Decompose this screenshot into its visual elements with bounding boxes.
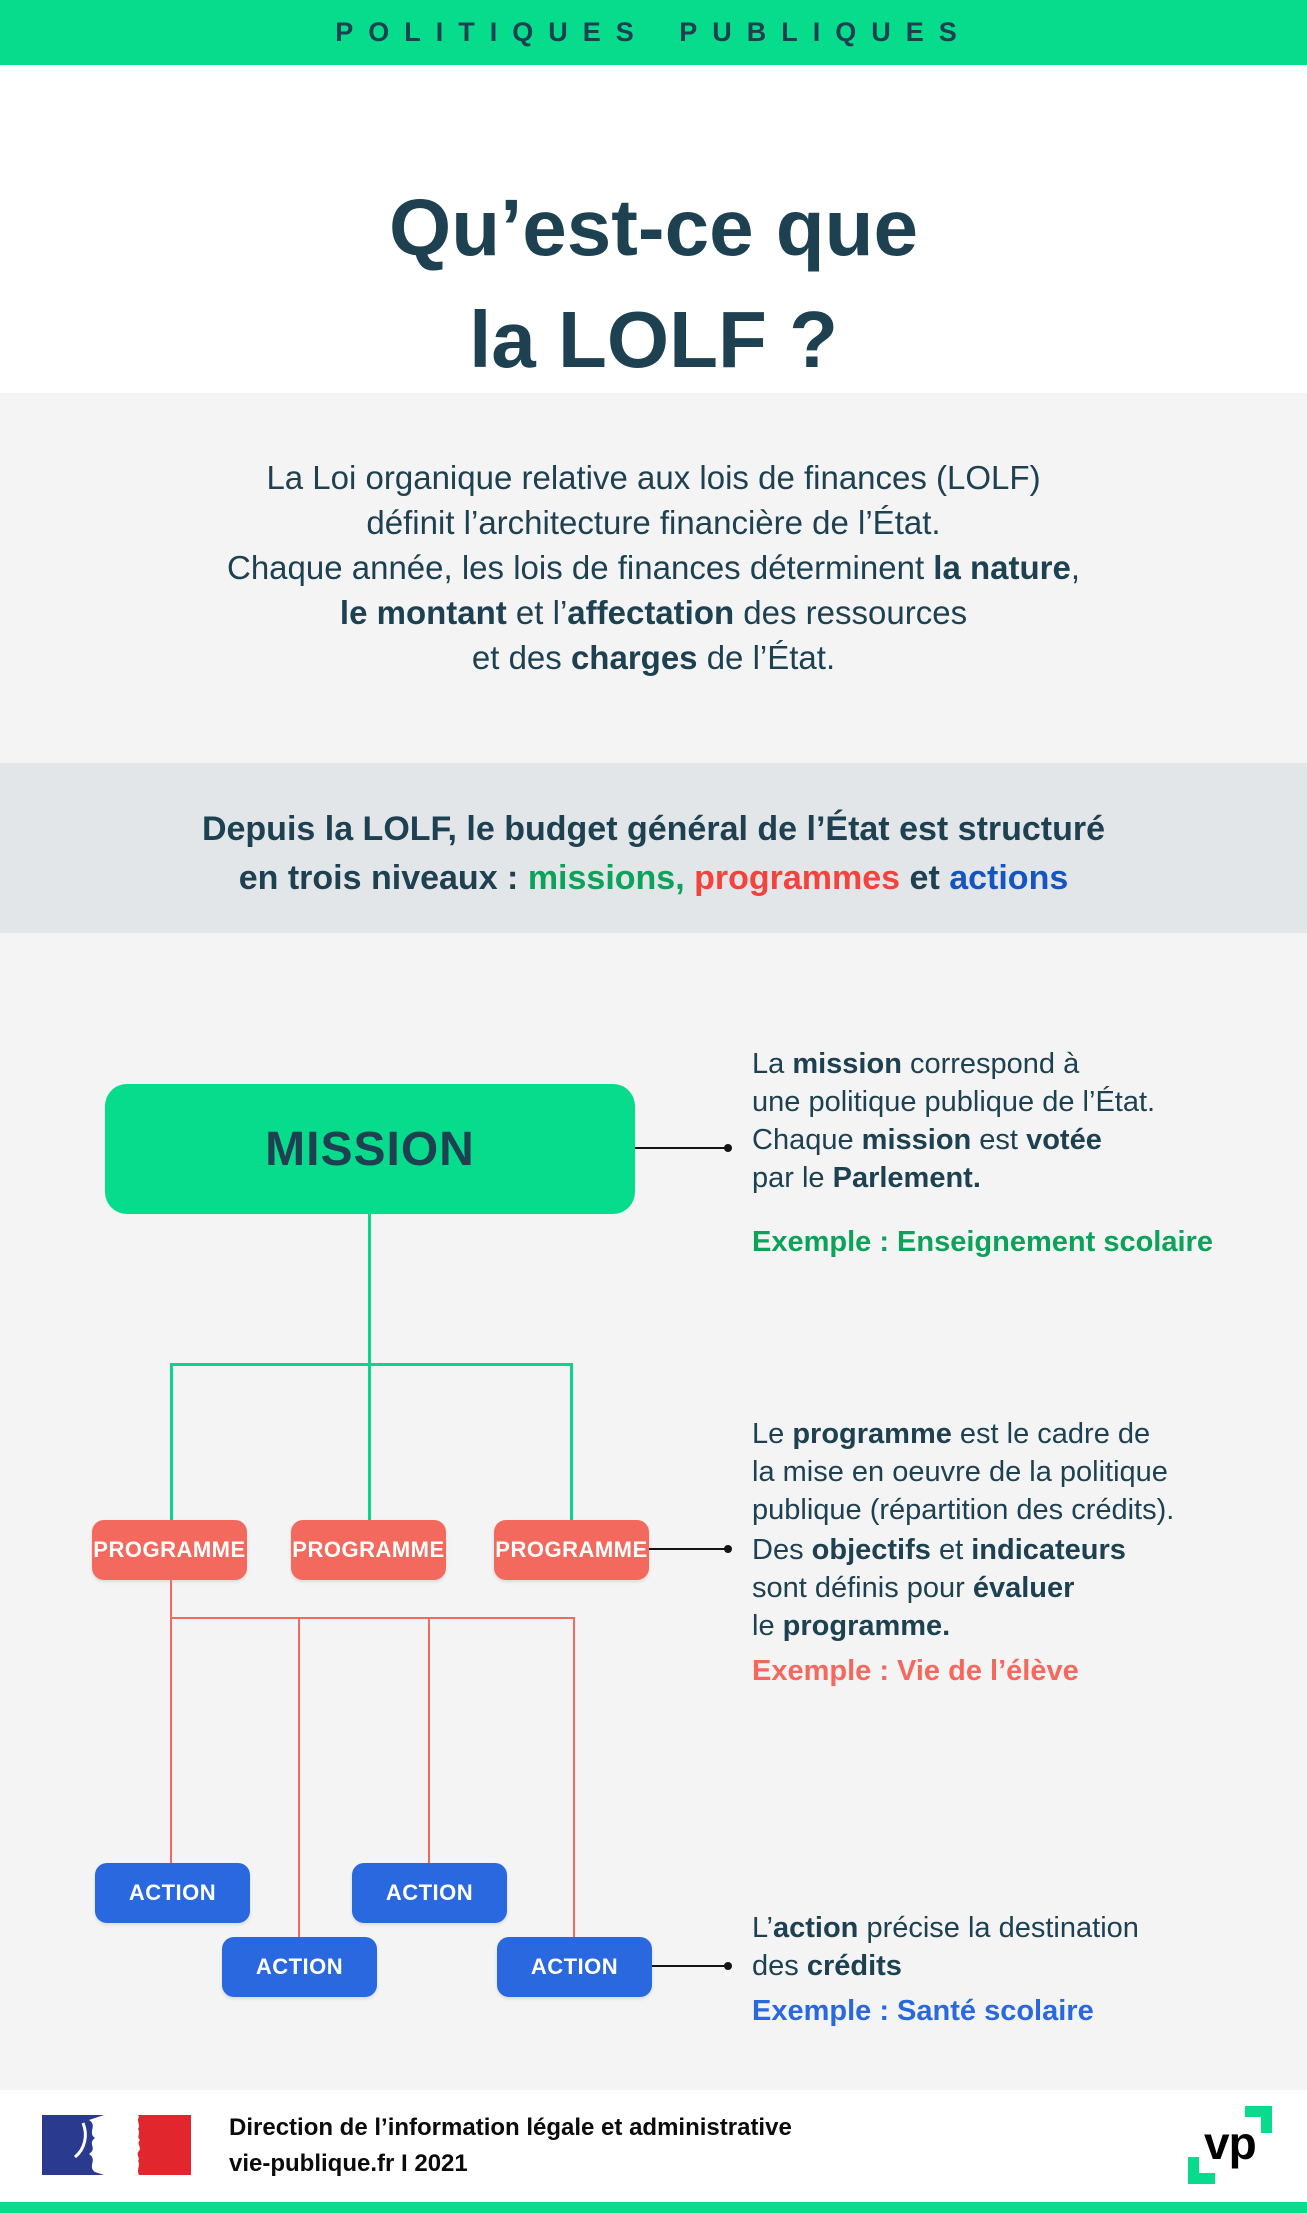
tree-line-mission-horizontal [170, 1363, 573, 1366]
action-connector-dot [724, 1962, 732, 1970]
mission-connector-line [635, 1147, 727, 1149]
programme-description-2: Des objectifs et indicateurs sont définis… [752, 1531, 1126, 1645]
footer-credit-line1: Direction de l’information légale et adm… [229, 2114, 792, 2141]
text-line: des crédits [752, 1950, 902, 1982]
structure-heading: Depuis la LOLF, le budget général de l’É… [0, 805, 1307, 903]
text-line: la mise en oeuvre de la politique [752, 1456, 1168, 1488]
tree-line-to-action-4 [573, 1617, 575, 1937]
action-example: Exemple : Santé scolaire [752, 1995, 1094, 2027]
vp-bracket-bottom-left-icon [1188, 2157, 1215, 2184]
text-line: Chaque année, les lois de finances déter… [226, 549, 1080, 586]
tree-line-to-programme-3 [570, 1363, 573, 1520]
tree-line-mission-down [368, 1214, 371, 1363]
action-box-1: ACTION [95, 1863, 250, 1923]
tree-line-programme-horizontal [170, 1617, 574, 1619]
intro-section: La Loi organique relative aux lois de fi… [0, 393, 1307, 763]
mission-connector-dot [724, 1144, 732, 1152]
programme-description-1: Le programme est le cadre de la mise en o… [752, 1415, 1174, 1529]
tree-line-to-action-1 [170, 1617, 172, 1863]
footer-credit: Direction de l’information légale et adm… [229, 2110, 792, 2182]
mission-box: MISSION [105, 1084, 635, 1214]
bottom-green-bar [0, 2202, 1307, 2213]
action-box-label: ACTION [255, 1954, 344, 1979]
budget-structure-diagram: MISSION La mission correspond à une polit… [0, 933, 1307, 2090]
text-line: Depuis la LOLF, le budget général de l’É… [201, 810, 1106, 848]
tree-line-to-action-3 [428, 1617, 430, 1863]
top-banner: POLITIQUES PUBLIQUES [0, 0, 1307, 65]
page-title: Qu’est-ce que la LOLF ? [0, 172, 1307, 396]
footer: Direction de l’information légale et adm… [0, 2090, 1307, 2202]
vp-logo-text: vp [1204, 2117, 1257, 2169]
text-line: L’action précise la destination [752, 1912, 1139, 1944]
action-box-2: ACTION [222, 1937, 377, 1997]
marianne-tricolor-logo-icon [42, 2115, 191, 2175]
programme-box-label: PROGRAMME [292, 1537, 445, 1562]
mission-description: La mission correspond à une politique pub… [752, 1045, 1155, 1197]
text-line: Le programme est le cadre de [752, 1418, 1151, 1450]
vie-publique-logo: vp [1188, 2106, 1272, 2184]
text-line: une politique publique de l’État. [752, 1086, 1156, 1118]
programme-box-2: PROGRAMME [291, 1520, 446, 1580]
structure-heading-section: Depuis la LOLF, le budget général de l’É… [0, 763, 1307, 933]
programme-box-label: PROGRAMME [93, 1537, 246, 1562]
text-line: définit l’architecture financière de l’É… [366, 504, 941, 541]
action-box-label: ACTION [385, 1880, 474, 1905]
programme-example: Exemple : Vie de l’élève [752, 1655, 1079, 1687]
text-line: sont définis pour évaluer [752, 1572, 1075, 1604]
action-connector-line [652, 1965, 727, 1967]
tree-line-to-action-2 [298, 1617, 300, 1937]
vp-bracket-top-right-icon [1245, 2106, 1272, 2133]
programme-box-1: PROGRAMME [92, 1520, 247, 1580]
mission-box-label: MISSION [265, 1122, 475, 1176]
programme-box-3: PROGRAMME [494, 1520, 649, 1580]
mission-example: Exemple : Enseignement scolaire [752, 1226, 1213, 1258]
text-line: Des objectifs et indicateurs [752, 1534, 1126, 1566]
text-line: le montant et l’affectation des ressourc… [339, 594, 968, 631]
text-line: La mission correspond à [752, 1048, 1080, 1080]
tree-line-programme-down [170, 1580, 172, 1617]
text-line: publique (répartition des crédits). [752, 1494, 1175, 1526]
tree-line-to-programme-2 [368, 1363, 371, 1520]
page-title-line2: la LOLF ? [469, 294, 838, 384]
programme-box-label: PROGRAMME [495, 1537, 648, 1562]
programme-connector-line [649, 1548, 727, 1550]
footer-credit-line2: vie-publique.fr I 2021 [229, 2150, 468, 2177]
text-line: le programme. [752, 1610, 951, 1642]
action-box-3: ACTION [352, 1863, 507, 1923]
intro-paragraph: La Loi organique relative aux lois de fi… [0, 455, 1307, 680]
text-line: et des charges de l’État. [471, 639, 836, 676]
text-line: Chaque mission est votée [752, 1124, 1102, 1156]
action-box-label: ACTION [128, 1880, 217, 1905]
page-title-line1: Qu’est-ce que [388, 182, 919, 272]
text-line: La Loi organique relative aux lois de fi… [266, 459, 1041, 496]
tree-line-to-programme-1 [170, 1363, 173, 1520]
action-box-label: ACTION [530, 1954, 619, 1979]
action-description: L’action précise la destination des crédi… [752, 1909, 1139, 1985]
programme-connector-dot [724, 1545, 732, 1553]
text-line: en trois niveaux : missions, programmes … [238, 859, 1069, 897]
banner-label: POLITIQUES PUBLIQUES [335, 17, 972, 47]
text-line: par le Parlement. [752, 1162, 981, 1194]
action-box-4: ACTION [497, 1937, 652, 1997]
